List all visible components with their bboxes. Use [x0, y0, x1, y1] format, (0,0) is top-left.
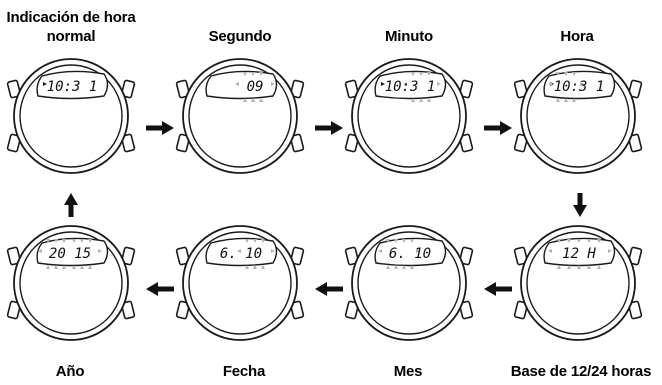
- lcd-minuto: 10:3 1: [385, 79, 436, 95]
- lcd-base-12-24: 12 H: [562, 246, 596, 262]
- label-mes: Mes: [393, 363, 423, 380]
- arrow-up: [64, 193, 78, 217]
- arrow-right-3: [484, 121, 512, 135]
- watch-anio: 20 15: [6, 225, 136, 341]
- lcd-segundo: 09: [247, 79, 264, 95]
- lcd-fecha: 6. 10: [220, 246, 262, 262]
- label-fecha: Fecha: [222, 363, 266, 380]
- arrow-left-3: [146, 282, 174, 296]
- watch-fecha: 6. 10: [175, 225, 305, 341]
- watch-minuto: 10:3 1: [344, 58, 474, 174]
- label-base-12-24: Base de 12/24 horas: [510, 363, 652, 380]
- label-minuto: Minuto: [385, 28, 433, 45]
- label-segundo: Segundo: [208, 28, 272, 45]
- label-normal-line1: Indicación de hora: [6, 9, 136, 26]
- watch-mes: 6. 10: [344, 225, 474, 341]
- lcd-anio: 20 15: [49, 246, 91, 262]
- arrow-left-1: [484, 282, 512, 296]
- watch-segundo: 09: [175, 58, 305, 174]
- arrow-right-1: [146, 121, 174, 135]
- blink-markers-fecha: [237, 239, 275, 269]
- arrow-right-2: [315, 121, 343, 135]
- lcd-normal: 10:3 1: [47, 79, 98, 95]
- blink-markers-base-12-24: [548, 239, 612, 269]
- blink-markers-segundo: [235, 72, 275, 102]
- arrow-down: [573, 193, 587, 217]
- watch-hora: 10:3 1: [513, 58, 643, 174]
- label-anio: Año: [55, 363, 85, 380]
- label-hora: Hora: [560, 28, 594, 45]
- arrow-left-2: [315, 282, 343, 296]
- blink-markers-hora: [548, 72, 584, 102]
- blink-markers-mes: [378, 239, 420, 269]
- blink-markers-minuto: [403, 72, 441, 102]
- watch-base-12-24: 12 H: [513, 225, 643, 341]
- lcd-mes: 6. 10: [389, 246, 431, 262]
- lcd-hora: 10:3 1: [554, 79, 605, 95]
- watch-normal: 10:3 1: [6, 58, 136, 174]
- blink-markers-anio: [38, 239, 102, 269]
- label-normal-line2: normal: [46, 28, 96, 45]
